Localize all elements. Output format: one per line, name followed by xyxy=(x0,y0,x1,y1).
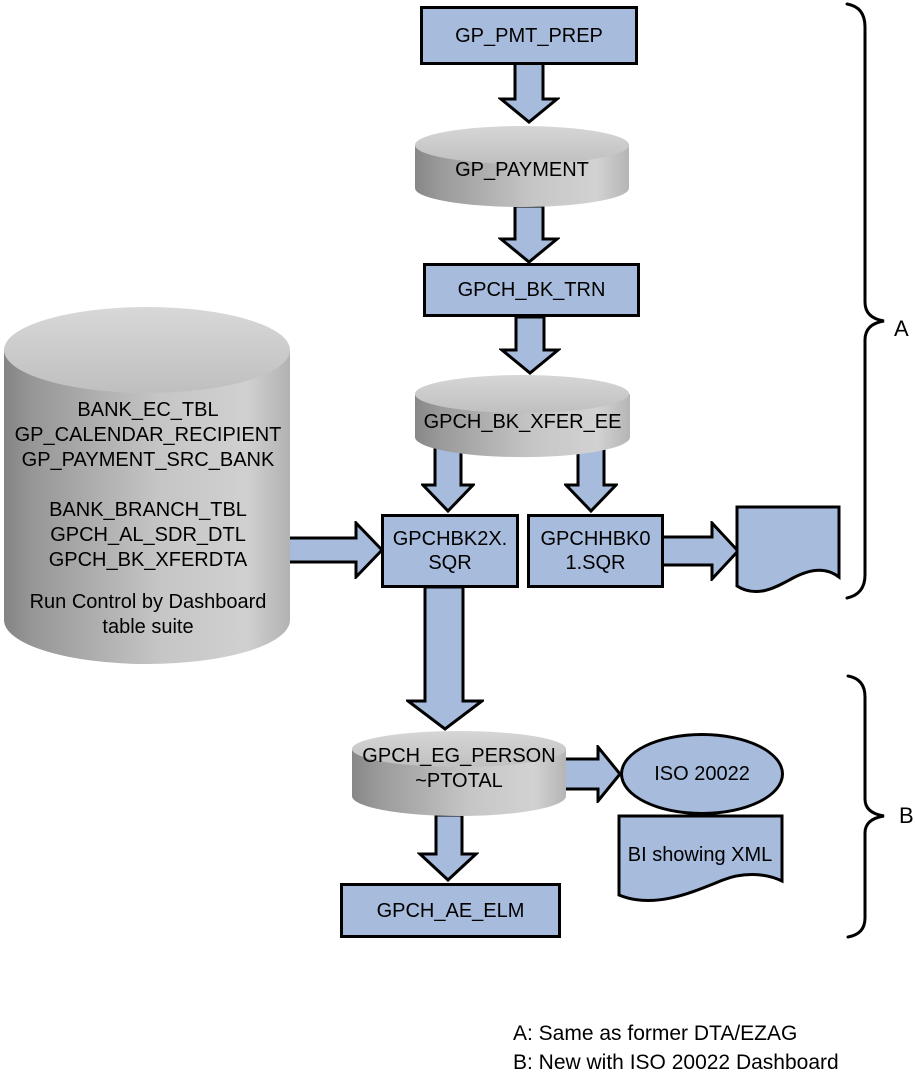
node-gpchbk2x-sqr: GPCHBK2X. SQR xyxy=(381,514,519,588)
source-table-line: GP_PAYMENT_SRC_BANK xyxy=(21,449,275,471)
source-table-line: GPCH_BK_XFERDTA xyxy=(48,549,248,571)
cylinder-gpch-eg-person xyxy=(352,731,566,816)
source-tables-group1: BANK_EC_TBL GP_CALENDAR_RECIPIENT GP_PAY… xyxy=(4,398,292,473)
arrow-gp-payment-to-gpch-bk-trn xyxy=(498,206,560,264)
source-tables-group2: BANK_BRANCH_TBL GPCH_AL_SDR_DTL GPCH_BK_… xyxy=(4,498,292,573)
node-gpchhbk01-sqr: GPCHHBK0 1.SQR xyxy=(527,514,664,588)
source-table-line: GPCH_AL_SDR_DTL xyxy=(50,524,246,546)
document-bi-showing-xml xyxy=(617,814,784,903)
legend-line-b: B: New with ISO 20022 Dashboard xyxy=(513,1051,839,1074)
arrow-eg-person-to-gpch-ae-elm xyxy=(417,815,479,882)
gpch-eg-person-line2: ~PTOTAL xyxy=(415,770,503,792)
source-tables-group3: Run Control by Dashboard table suite xyxy=(4,590,292,640)
node-gpch-ae-elm: GPCH_AE_ELM xyxy=(340,883,561,938)
node-gpch-bk-trn: GPCH_BK_TRN xyxy=(423,263,640,317)
source-table-line: BANK_EC_TBL xyxy=(77,399,219,421)
document-output-file xyxy=(735,505,841,593)
cylinder-gp-payment-label: GP_PAYMENT xyxy=(455,159,589,181)
node-gpchhbk01-line1: GPCHHBK0 xyxy=(540,528,651,550)
arrow-gpchhbk01-to-output-file xyxy=(662,521,740,581)
cylinder-source-tables xyxy=(4,307,290,664)
node-iso-20022: ISO 20022 xyxy=(620,733,784,815)
source-table-line: BANK_BRANCH_TBL xyxy=(49,499,247,521)
cylinder-gpch-bk-xfer-ee-label: GPCH_BK_XFER_EE xyxy=(423,411,622,433)
node-gp-pmt-prep: GP_PMT_PREP xyxy=(420,6,638,65)
node-gpch-bk-trn-label: GPCH_BK_TRN xyxy=(457,279,606,301)
node-gp-pmt-prep-label: GP_PMT_PREP xyxy=(455,24,603,47)
gpch-eg-person-line1: GPCH_EG_PERSON xyxy=(362,745,556,767)
bracket-b-label: B xyxy=(899,803,914,828)
node-gpch-ae-elm-label: GPCH_AE_ELM xyxy=(376,899,525,922)
node-iso-20022-label: ISO 20022 xyxy=(654,763,750,785)
legend-line-a: A: Same as former DTA/EZAG xyxy=(513,1022,798,1045)
arrow-gpch-bk-trn-to-xfer-ee xyxy=(499,317,561,375)
source-table-line: GP_CALENDAR_RECIPIENT xyxy=(14,424,282,446)
bracket-a-label: A xyxy=(894,316,909,341)
arrow-xfer-ee-to-gpchhbk01 xyxy=(564,446,618,513)
bracket-a xyxy=(845,2,885,600)
source-table-line: Run Control by Dashboard xyxy=(29,591,267,613)
cylinder-gpch-bk-xfer-ee xyxy=(415,375,630,458)
cylinder-gpch-eg-person-label: GPCH_EG_PERSON ~PTOTAL xyxy=(350,744,568,794)
arrow-gpchbk2x-to-eg-person xyxy=(406,587,484,731)
node-gpchbk2x-line1: GPCHBK2X. xyxy=(392,528,508,550)
node-gpchhbk01-line2: 1.SQR xyxy=(565,552,626,574)
bracket-b xyxy=(846,674,885,939)
legend: A: Same as former DTA/EZAG B: New with I… xyxy=(513,1019,839,1077)
node-gpchbk2x-line2: SQR xyxy=(428,552,472,574)
source-table-line: table suite xyxy=(102,616,194,638)
cylinder-gp-payment xyxy=(415,126,629,207)
arrow-source-tables-to-gpchbk2x xyxy=(286,521,384,579)
arrow-gp-pmt-prep-to-gp-payment xyxy=(498,63,560,124)
document-bi-label: BI showing XML xyxy=(627,844,773,866)
arrow-eg-person-to-iso20022 xyxy=(561,745,622,803)
